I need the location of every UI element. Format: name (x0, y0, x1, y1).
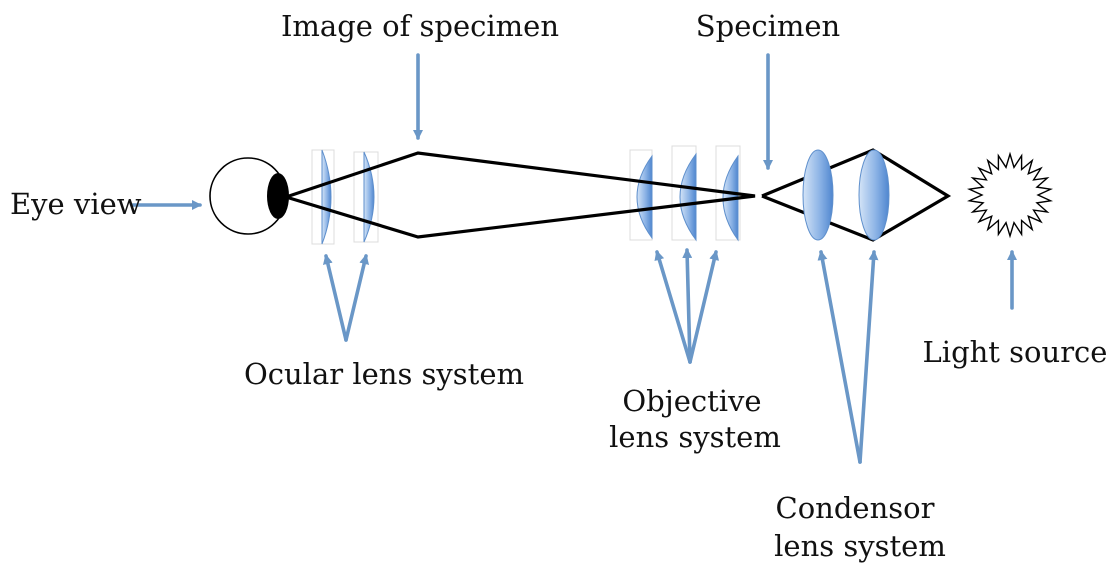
pointer-arrows (131, 53, 1017, 464)
arrow-ocular-1 (322, 254, 348, 342)
label-objective-line1: Objective (622, 384, 761, 418)
condensor-lens-1 (802, 149, 834, 241)
condensor-lens-2 (858, 149, 890, 241)
label-ocular-lens-system: Ocular lens system (244, 357, 524, 391)
label-specimen: Specimen (696, 9, 840, 43)
ocular-lens-1 (321, 149, 332, 245)
label-condensor-line1: Condensor (776, 491, 935, 525)
light-source-icon (966, 151, 1054, 239)
eye-icon (209, 157, 289, 235)
label-objective-line2: lens system (609, 420, 781, 454)
arrow-objective-3 (688, 250, 720, 364)
ocular-ray-outline (285, 151, 756, 239)
arrow-condensor-1 (817, 250, 862, 464)
arrow-condensor-2 (858, 250, 879, 464)
condensor-ray-outline (761, 148, 952, 242)
arrow-ocular-2 (344, 254, 370, 342)
label-image-of-specimen: Image of specimen (281, 9, 559, 43)
label-light-source: Light source (923, 335, 1108, 369)
label-condensor-line2: lens system (774, 529, 946, 563)
condensor-lens-system (802, 149, 890, 241)
ocular-lens-system (311, 149, 379, 245)
arrow-objective-2 (682, 248, 693, 364)
objective-lens-2 (679, 152, 697, 242)
ocular-lens-2 (363, 151, 375, 243)
objective-lens-1 (636, 154, 653, 240)
arrow-objective-1 (654, 250, 692, 364)
label-eye-view: Eye view (10, 187, 142, 221)
